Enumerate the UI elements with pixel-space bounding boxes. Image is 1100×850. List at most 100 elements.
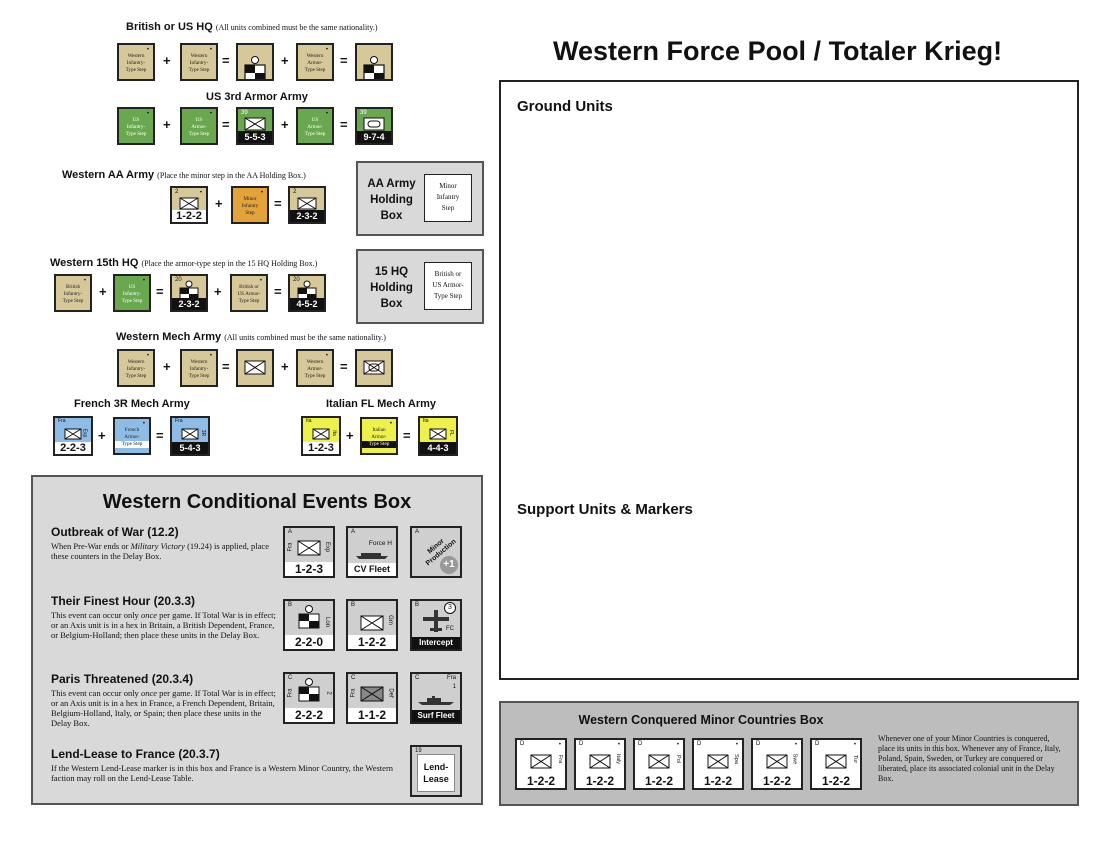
infantry-symbol-icon bbox=[648, 754, 670, 769]
armor-symbol-icon bbox=[363, 117, 385, 131]
fighter-plane-icon bbox=[423, 610, 449, 632]
infantry-symbol-icon bbox=[707, 754, 729, 769]
counter-hq-result[interactable] bbox=[355, 43, 393, 81]
event-counter[interactable]: A Force H CV Fleet bbox=[346, 526, 398, 578]
event-counter[interactable]: C Fra 2 2-2-2 bbox=[283, 672, 335, 724]
battleship-icon bbox=[418, 696, 454, 705]
counter-corner-label: D bbox=[756, 741, 761, 747]
infantry-symbol-icon bbox=[530, 754, 552, 769]
plus-sign: + bbox=[163, 117, 171, 132]
event-counter[interactable]: C Fra Def 1-1-2 bbox=[346, 672, 398, 724]
counter-nation-label: Swe bbox=[791, 753, 798, 765]
formula-title: Western 15th HQ (Place the armor-type st… bbox=[50, 257, 318, 269]
counter-army[interactable]: 39 5-5-3 bbox=[236, 107, 274, 145]
hq-symbol-icon bbox=[179, 280, 199, 301]
counter-strength: 1-2-2 bbox=[517, 774, 565, 788]
event-item: Paris Threatened (20.3.4) This event can… bbox=[51, 672, 276, 728]
counter-hq[interactable] bbox=[236, 43, 274, 81]
carrier-ship-icon bbox=[356, 553, 388, 559]
plus-sign: + bbox=[99, 284, 107, 299]
plus-sign: + bbox=[98, 428, 106, 443]
force-pool-box[interactable]: Ground Units Support Units & Markers bbox=[499, 80, 1079, 680]
plus-sign: + bbox=[163, 53, 171, 68]
counter-dot: • bbox=[558, 742, 561, 748]
counter-army-result[interactable]: Ita FL 4-4-3 bbox=[418, 416, 458, 456]
counter-army-result[interactable]: 2 2-3-2 bbox=[288, 186, 326, 224]
formula-title: Italian FL Mech Army bbox=[326, 398, 437, 410]
event-counter[interactable]: B Gm 1-2-2 bbox=[346, 599, 398, 651]
mech-symbol-icon bbox=[181, 428, 199, 440]
plus-sign: + bbox=[346, 428, 354, 443]
ground-units-label: Ground Units bbox=[517, 98, 613, 115]
counter-dot: • bbox=[794, 742, 797, 748]
hq-symbol-icon bbox=[244, 56, 266, 79]
infantry-symbol-icon bbox=[766, 754, 788, 769]
counter-nation-label: Fra bbox=[556, 754, 563, 764]
counter-army-result[interactable]: 39 9-7-4 bbox=[355, 107, 393, 145]
counter-dot: • bbox=[617, 742, 620, 748]
infantry-symbol-icon bbox=[825, 754, 847, 769]
counter-strength: 1-2-2 bbox=[576, 774, 624, 788]
mech-symbol-icon bbox=[429, 428, 447, 440]
event-item: Lend-Lease to France (20.3.7) If the Wes… bbox=[51, 747, 394, 783]
equals-sign: = bbox=[340, 53, 348, 68]
counter-dot: • bbox=[853, 742, 856, 748]
counter-hq[interactable]: 20 2-3-2 bbox=[170, 274, 208, 312]
plus-one-badge: +1 bbox=[440, 556, 458, 574]
event-counter[interactable]: B 3 FC Intercept bbox=[410, 599, 462, 651]
infantry-symbol-icon bbox=[360, 615, 384, 631]
formula-title: French 3R Mech Army bbox=[74, 398, 190, 410]
event-counter[interactable]: 19 Lend-Lease bbox=[410, 745, 462, 797]
hq-symbol-icon bbox=[297, 280, 317, 301]
counter-corner-label: D bbox=[579, 741, 584, 747]
infantry-symbol-icon bbox=[360, 686, 384, 702]
counter-strength: 1-2-2 bbox=[694, 774, 742, 788]
counter-hq-result[interactable]: 20 4-5-2 bbox=[288, 274, 326, 312]
plus-sign: + bbox=[281, 53, 289, 68]
counter-dot: • bbox=[676, 742, 679, 748]
counter-army[interactable]: Fra Exp 2-2-3 bbox=[53, 416, 93, 456]
counter-army[interactable] bbox=[236, 349, 274, 387]
plus-sign: + bbox=[281, 359, 289, 374]
event-counter[interactable]: C Fra 1 Surf Fleet bbox=[410, 672, 462, 724]
equals-sign: = bbox=[340, 117, 348, 132]
infantry-symbol-icon bbox=[179, 197, 199, 210]
counter-nation-label: Italy bbox=[614, 753, 621, 765]
equals-sign: = bbox=[274, 196, 282, 211]
counter-army[interactable]: 2 • 1-2-2 bbox=[170, 186, 208, 224]
infantry-symbol-icon bbox=[297, 197, 317, 210]
event-counter[interactable]: B Lon 2-2-0 bbox=[283, 599, 335, 651]
counter-army-result[interactable]: Fra 3R 5-4-3 bbox=[170, 416, 210, 456]
conditional-events-box[interactable]: Western Conditional Events Box Outbreak … bbox=[31, 475, 483, 805]
counter-army-result[interactable] bbox=[355, 349, 393, 387]
counter-corner-label: D bbox=[638, 741, 643, 747]
counter-army[interactable]: Ita Ita 1-2-3 bbox=[301, 416, 341, 456]
minor-counter[interactable]: D • Italy 1-2-2 bbox=[574, 738, 626, 790]
conquered-minor-box[interactable]: Western Conquered Minor Countries Box Wh… bbox=[499, 701, 1079, 806]
infantry-symbol-icon bbox=[589, 754, 611, 769]
event-counter[interactable]: A Fra Exp 1-2-3 bbox=[283, 526, 335, 578]
